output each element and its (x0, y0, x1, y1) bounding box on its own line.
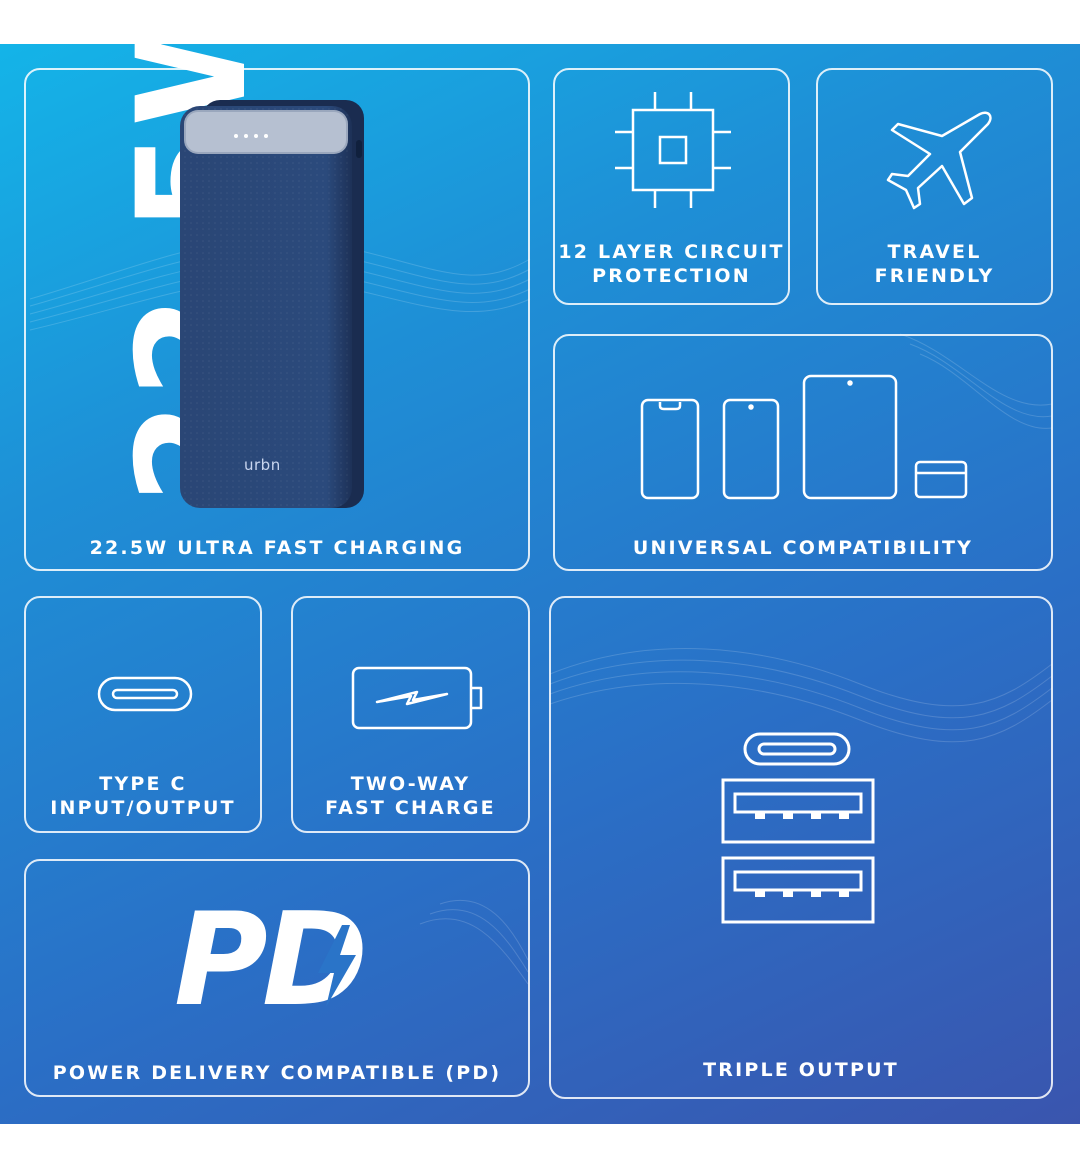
power-delivery-label: POWER DELIVERY COMPATIBLE (PD) (52, 1062, 502, 1084)
power-delivery-card: PD POWER DELIVERY COMPATIBLE (PD) (24, 859, 530, 1097)
power-bank-image (180, 100, 364, 508)
two-way-charge-label: TWO-WAY FAST CHARGE (325, 773, 496, 819)
circuit-protection-card: 12 LAYER CIRCUIT PROTECTION (553, 68, 790, 305)
brand-logo: urbn (244, 456, 281, 474)
airplane-icon (886, 111, 992, 210)
type-c-card: TYPE C INPUT/OUTPUT (24, 596, 262, 833)
ports-icon (721, 732, 875, 924)
universal-compatibility-card: UNIVERSAL COMPATIBILITY (553, 334, 1053, 571)
triple-output-card: TRIPLE OUTPUT (549, 596, 1053, 1099)
battery-bolt-icon (351, 666, 483, 730)
fast-charging-label: 22.5W ULTRA FAST CHARGING (89, 537, 465, 559)
travel-friendly-card: TRAVEL FRIENDLY (816, 68, 1053, 305)
universal-compatibility-label: UNIVERSAL COMPATIBILITY (632, 537, 974, 559)
travel-friendly-label: TRAVEL FRIENDLY (874, 241, 995, 287)
triple-output-label: TRIPLE OUTPUT (703, 1059, 899, 1081)
type-c-label: TYPE C INPUT/OUTPUT (50, 773, 236, 819)
chip-icon (615, 92, 731, 208)
two-way-charge-card: TWO-WAY FAST CHARGE (291, 596, 530, 833)
lightning-bolt-icon (318, 925, 356, 1007)
fast-charging-card: 22.5W (24, 44, 530, 571)
circuit-protection-label: 12 LAYER CIRCUIT PROTECTION (558, 241, 785, 287)
usb-c-port-icon (97, 676, 193, 712)
devices-icon (640, 374, 968, 500)
feature-panel: 22.5W (0, 44, 1080, 1124)
